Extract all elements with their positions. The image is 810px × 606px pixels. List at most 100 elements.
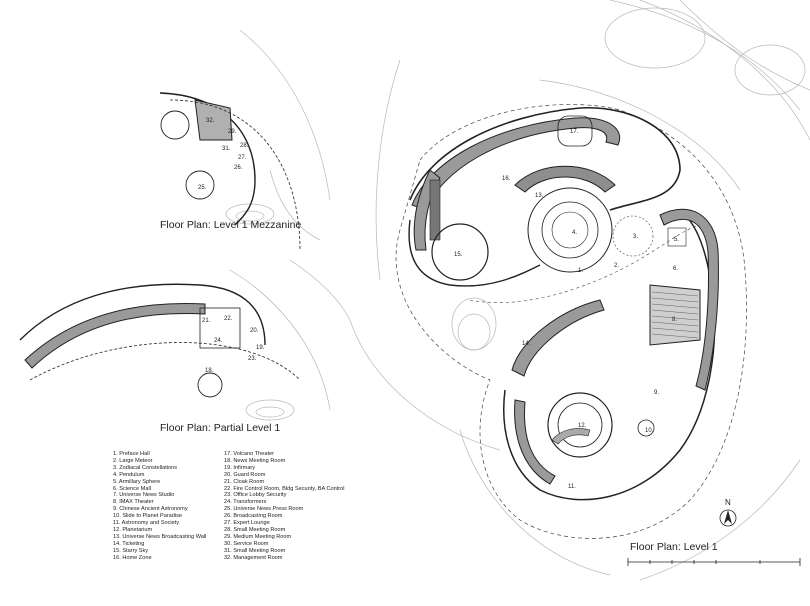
legend-item: 23. Office Lobby Security [224,492,287,499]
volcano-room [557,115,593,147]
legend-item: 31. Small Meeting Room [224,547,286,554]
room-number-label: 1. [578,268,584,274]
site-contour-line [639,0,810,141]
planetarium-ring [557,402,603,448]
planetarium-ring [547,392,613,458]
mezzanine-arc [169,99,301,251]
preface-ring [551,211,589,249]
site-contour-line [289,259,351,321]
legend-item: 24. Transformers [224,499,267,506]
room-number-label: 18. [205,368,214,374]
site-contour-line [269,169,321,241]
room-number-label: 4. [572,230,578,236]
plaza-ring [457,313,491,351]
legend-item: 17. Volcano Theater [224,451,274,457]
legend-item: 26. Broadcasting Room [224,513,283,520]
legend-item: 25. Universe News Press Room [224,506,304,513]
room-number-label: 21. [202,318,211,324]
legend-item: 8. IMAX Theater [113,499,154,506]
partial-outer [19,283,266,346]
mezzanine-ring [160,110,190,140]
legend-item: 13. Universe News Broadcasting Wall [113,533,207,540]
room-number-label: 23. [248,356,257,362]
legend-item: 14. Ticketing [113,540,145,547]
legend-item: 22. Fire Control Room, Bldg Security, BA… [224,485,345,492]
legend-item: 3. Zodiacal Constellations [113,464,178,471]
room-number-label: 11. [568,484,576,490]
partial-wall [24,302,206,369]
room-number-label: 28. [240,143,249,149]
plaza-ring [734,44,806,96]
room-number-label: 3. [633,234,639,240]
room-number-label: 14. [522,341,531,347]
top-wing-outer [409,106,681,211]
room-number-label: 32. [206,118,215,124]
preface-ring [527,187,613,273]
zodiac-ring [612,215,654,257]
lower-wing-wall [511,299,605,377]
mezzanine-plan [159,92,301,251]
legend-item: 18. News Meeting Room [224,457,286,464]
legend-item: 7. Universe News Studio [113,492,175,499]
site-contour-line [375,59,401,281]
legend-item: 30. Service Room [224,540,269,547]
science-mall-wall [659,208,719,391]
room-number-label: 29. [228,129,237,135]
mezzanine-ring [185,170,215,200]
starry-sky-ring [431,223,489,281]
legend-item: 21. Cloak Room [224,478,265,485]
room-number-label: 6. [673,266,679,272]
preface-ring [541,201,599,259]
site-contour-line [459,429,611,576]
mezzanine-wall [194,99,233,141]
title-partial-level1: Floor Plan: Partial Level 1 [160,422,281,434]
legend-item: 4. Pendulum [113,471,145,478]
title-mezzanine: Floor Plan: Level 1 Mezzanine [160,219,302,231]
site-contour-line [679,0,810,91]
room-number-label: 13. [535,193,544,199]
room-number-label: 22. [224,316,233,322]
room-number-label: 26. [234,165,243,171]
scale-bar [627,558,801,566]
ticket-block [429,179,441,241]
plaza-ring [451,297,497,351]
legend-item: 11. Astronomy and Society [113,520,180,527]
room-number-label: 31. [222,146,231,152]
imax-block [649,284,701,346]
room-number-label: 25. [198,185,207,191]
legend-item: 19. Infirmary [224,464,256,471]
room-number-label: 24. [214,338,223,344]
legend-item: 29. Medium Meeting Room [224,533,292,540]
site-contour-line [639,459,801,581]
mezzanine-outer [159,92,256,226]
room-number-label: 5. [674,237,680,243]
planetarium-seats [551,428,591,445]
room-number-label: 8. [672,317,678,323]
plaza-ring [604,7,706,69]
lower-wing-outer [503,214,716,501]
armillary-box [667,227,687,247]
legend-item: 6. Science Mall [113,485,151,492]
legend-item: 1. Preface Hall [113,451,150,457]
top-wing-wall [411,117,621,211]
legend-item: 10. Slide to Planet Paradise [113,513,183,520]
partial-arc [29,342,301,381]
room-number-label: 10. [645,428,654,434]
plaza-ring [255,406,285,418]
legend-item: 20. Guard Room [224,471,266,478]
north-label: N [725,498,731,507]
legend-item: 15. Starry Sky [113,547,149,554]
legend-item: 2. Large Meteor [113,457,153,464]
legend-item: 5. Armillary Sphere [113,478,161,485]
site-contour-line [539,79,741,191]
site-contour-line [239,29,331,201]
lower-wing-wall [514,399,556,485]
site-contour-line [349,319,501,451]
site-contour-line [609,0,801,111]
partial-block [199,307,241,349]
room-number-label: 20. [250,328,259,334]
room-number-label: 15. [454,252,463,258]
